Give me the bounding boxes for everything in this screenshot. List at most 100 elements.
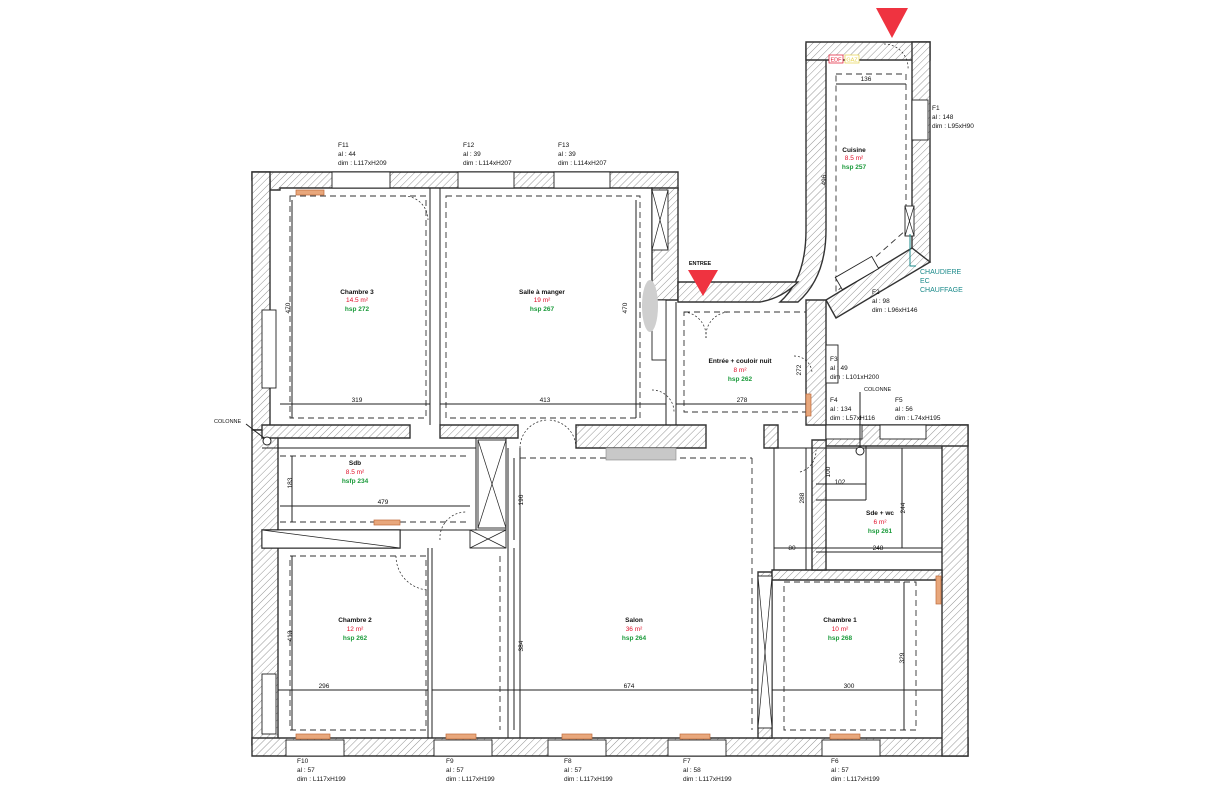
window-f6-dim: dim : L117xH199: [831, 776, 880, 783]
dim-300: 300: [844, 683, 855, 690]
window-f1-name: F1: [932, 105, 940, 112]
column-marker-left: [262, 436, 272, 446]
window-f11-name: F11: [338, 142, 349, 149]
wall-middle-4: [763, 424, 779, 449]
room-hsp-sdb: hsfp 234: [342, 478, 369, 485]
room-name-chambre2: Chambre 2: [338, 617, 372, 624]
wall-kitchen-bottom: [825, 247, 932, 319]
wall-middle: [261, 424, 411, 439]
gaz-label: GAZ: [846, 58, 858, 64]
room-area-chambre3: 14.5 m²: [346, 297, 369, 304]
window-f7-name: F7: [683, 758, 691, 765]
room-name-sde: Sde + wc: [866, 510, 894, 517]
window-f9-name: F9: [446, 758, 454, 765]
radiator-chambre3: [295, 189, 325, 196]
wall-kitchen-right: [911, 41, 931, 263]
entrance-arrow-kitchen: [876, 8, 908, 38]
wall-sde-left: [811, 439, 827, 571]
radiator-entree: [805, 393, 812, 417]
column-label-left: COLONNE: [214, 419, 242, 425]
room-name-cuisine: Cuisine: [842, 147, 866, 154]
dim-288: 288: [799, 492, 806, 503]
dim-496: 496: [821, 174, 828, 185]
window-f10-dim: dim : L117xH199: [297, 776, 346, 783]
salon-counter: [605, 447, 677, 461]
dim-470-left: 470: [285, 302, 292, 313]
entrance-arrow-main: [688, 270, 718, 296]
dim-183: 183: [287, 477, 294, 488]
dim-196: 196: [518, 494, 525, 505]
dim-80: 80: [788, 545, 796, 552]
dim-100: 100: [825, 466, 832, 477]
window-f13-dim: dim : L114xH207: [558, 160, 607, 167]
boiler-label-3: CHAUFFAGE: [920, 287, 963, 294]
wall-middle-3: [575, 424, 707, 449]
window-f11-al: al : 44: [338, 151, 356, 158]
dim-470-right: 470: [622, 302, 629, 313]
door-swings: [395, 43, 909, 591]
room-hsp-sde: hsp 261: [868, 528, 893, 535]
radiators: [295, 189, 942, 740]
room-area-chambre2: 12 m²: [347, 626, 364, 633]
window-f13-al: al : 39: [558, 151, 576, 158]
radiator-f7: [679, 733, 711, 740]
dim-479: 479: [378, 499, 389, 506]
window-f12-al: al : 39: [463, 151, 481, 158]
room-area-salle: 19 m²: [534, 297, 551, 304]
dim-102: 102: [835, 479, 846, 486]
window-f4-name: F4: [830, 397, 838, 404]
window-crosses: [261, 189, 915, 729]
window-f11-dim: dim : L117xH209: [338, 160, 387, 167]
window-f8-name: F8: [564, 758, 572, 765]
dimension-lines: [278, 83, 942, 730]
wall-right-lower: [941, 424, 969, 757]
room-name-salle: Salle à manger: [519, 289, 565, 296]
boiler-label-1: CHAUDIERE: [920, 269, 962, 276]
window-f3-dim: dim : L101xH200: [830, 374, 880, 381]
room-area-chambre1: 10 m²: [832, 626, 849, 633]
window-f9-dim: dim : L117xH199: [446, 776, 495, 783]
room-hsp-salon: hsp 264: [622, 635, 647, 642]
window-f6-al: al : 57: [831, 767, 849, 774]
dim-319: 319: [352, 397, 363, 404]
window-f4-al: al : 134: [830, 406, 852, 413]
window-f2-dim: dim : L96xH146: [872, 307, 918, 314]
dim-674: 674: [624, 683, 635, 690]
window-info: F11 al : 44 dim : L117xH209 F12 al : 39 …: [297, 105, 974, 783]
window-f10-al: al : 57: [297, 767, 315, 774]
radiator-chambre1: [935, 575, 942, 605]
window-f3-name: F3: [830, 356, 838, 363]
window-f5-al: al : 56: [895, 406, 913, 413]
dim-136: 136: [861, 76, 872, 83]
interior-lines: [262, 188, 942, 738]
wall-left-upper: [251, 171, 271, 431]
radiator-sdb: [373, 519, 401, 526]
column-marker-right: [855, 446, 865, 456]
window-f13-name: F13: [558, 142, 570, 149]
room-labels: Chambre 3 14.5 m² hsp 272 Salle à manger…: [338, 147, 894, 642]
window-f3-al: al : 49: [830, 365, 848, 372]
window-f5-dim: dim : L74xH195: [895, 415, 941, 422]
wall-entree-top: [677, 281, 800, 303]
entrance-label: ENTREE: [689, 261, 712, 267]
edf-label: EDF: [831, 58, 843, 64]
window-f12-dim: dim : L114xH207: [463, 160, 512, 167]
dim-384: 384: [518, 640, 525, 651]
dim-296: 296: [319, 683, 330, 690]
room-name-chambre1: Chambre 1: [823, 617, 857, 624]
boiler-label-2: EC: [920, 278, 930, 285]
window-f2-al: al : 98: [872, 298, 890, 305]
room-name-entree: Entrée + couloir nuit: [708, 358, 772, 365]
window-f8-al: al : 57: [564, 767, 582, 774]
window-f5-name: F5: [895, 397, 903, 404]
dim-413-left: 413: [287, 630, 294, 641]
window-f4-dim: dim : L57xH116: [830, 415, 875, 422]
room-hsp-entree: hsp 262: [728, 376, 753, 383]
window-f1-dim: dim : L95xH90: [932, 123, 974, 130]
window-f9-al: al : 57: [446, 767, 464, 774]
room-area-salon: 36 m²: [626, 626, 643, 633]
dim-272: 272: [796, 364, 803, 375]
column-oval: [642, 280, 658, 332]
radiator-f9: [445, 733, 477, 740]
dim-244: 244: [900, 502, 907, 513]
